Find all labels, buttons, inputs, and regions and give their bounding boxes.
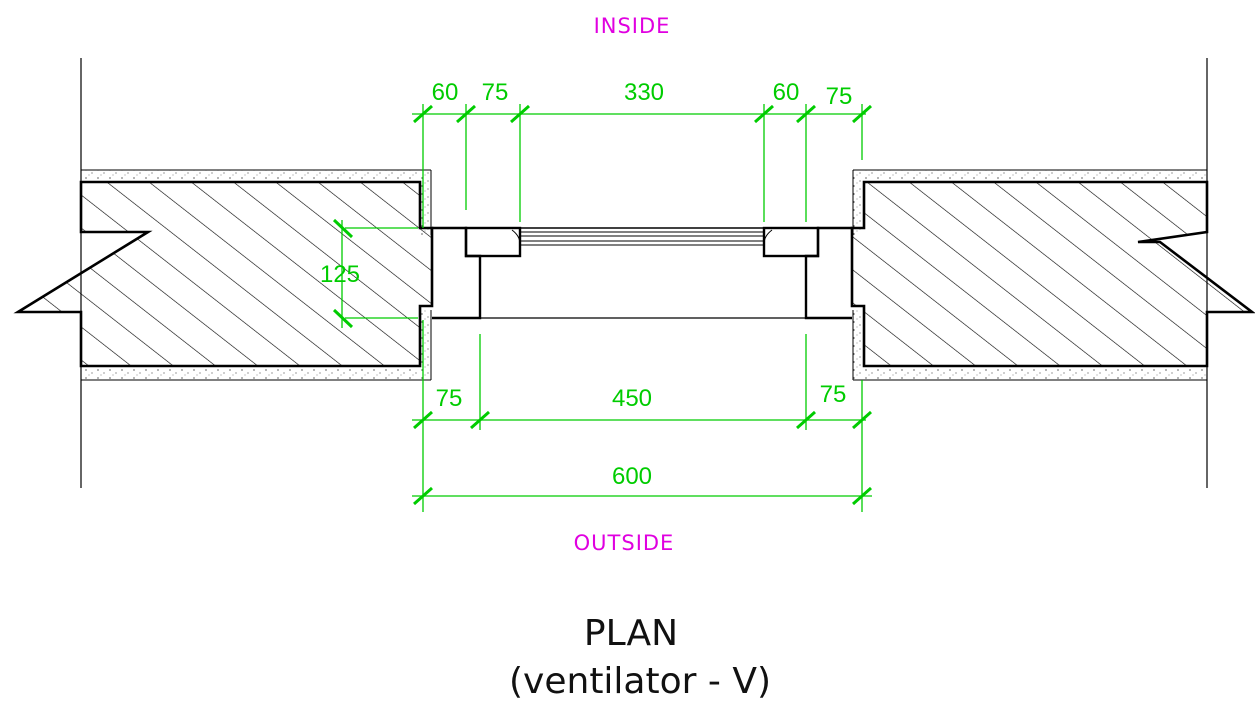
dim-top-75-right: 75 <box>826 83 853 110</box>
left-wall <box>13 169 434 381</box>
dim-top-330: 330 <box>624 79 664 106</box>
right-wall <box>850 169 1255 381</box>
dim-overall-600: 600 <box>612 463 652 490</box>
dim-top-75-left: 75 <box>482 79 509 106</box>
outside-label: OUTSIDE <box>574 531 675 555</box>
dim-top-60-right: 60 <box>773 79 800 106</box>
dim-wall-opening-125: 125 <box>320 261 360 288</box>
dim-bottom-75-left: 75 <box>436 385 463 412</box>
inside-label: INSIDE <box>594 14 671 38</box>
plan-title: PLAN <box>584 613 678 654</box>
dimension-labels: 60 75 330 60 75 125 75 450 75 600 <box>320 79 852 490</box>
dim-bottom-75-right: 75 <box>820 381 847 408</box>
ventilator-frame <box>432 226 852 320</box>
dimension-lines <box>332 104 872 512</box>
dim-bottom-450: 450 <box>612 385 652 412</box>
plan-subtitle: (ventilator - V) <box>509 661 771 702</box>
dim-top-60-left: 60 <box>432 79 459 106</box>
